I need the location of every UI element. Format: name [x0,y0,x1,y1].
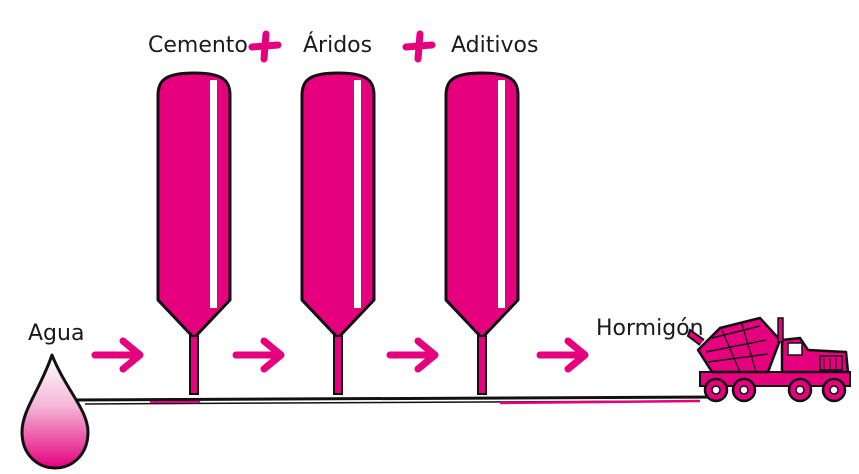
water-label: Agua [28,321,84,346]
arrow-right-icon [536,337,589,373]
concrete-label: Hormigón [596,316,704,341]
mixer-truck-icon [686,316,851,403]
cement-label: Cemento [148,33,248,58]
aggregates-silo [300,71,376,395]
additives-silo [444,71,520,395]
arrow-right-icon [386,337,439,373]
additives-label: Aditivos [451,33,538,58]
cement-silo [156,71,232,395]
arrow-right-icon [232,337,285,373]
plus-icon [402,30,436,63]
plus-icon [248,30,282,63]
water-drop-icon [20,353,90,470]
pipeline [69,395,721,405]
arrow-right-icon [91,337,144,373]
aggregates-label: Áridos [303,32,372,58]
